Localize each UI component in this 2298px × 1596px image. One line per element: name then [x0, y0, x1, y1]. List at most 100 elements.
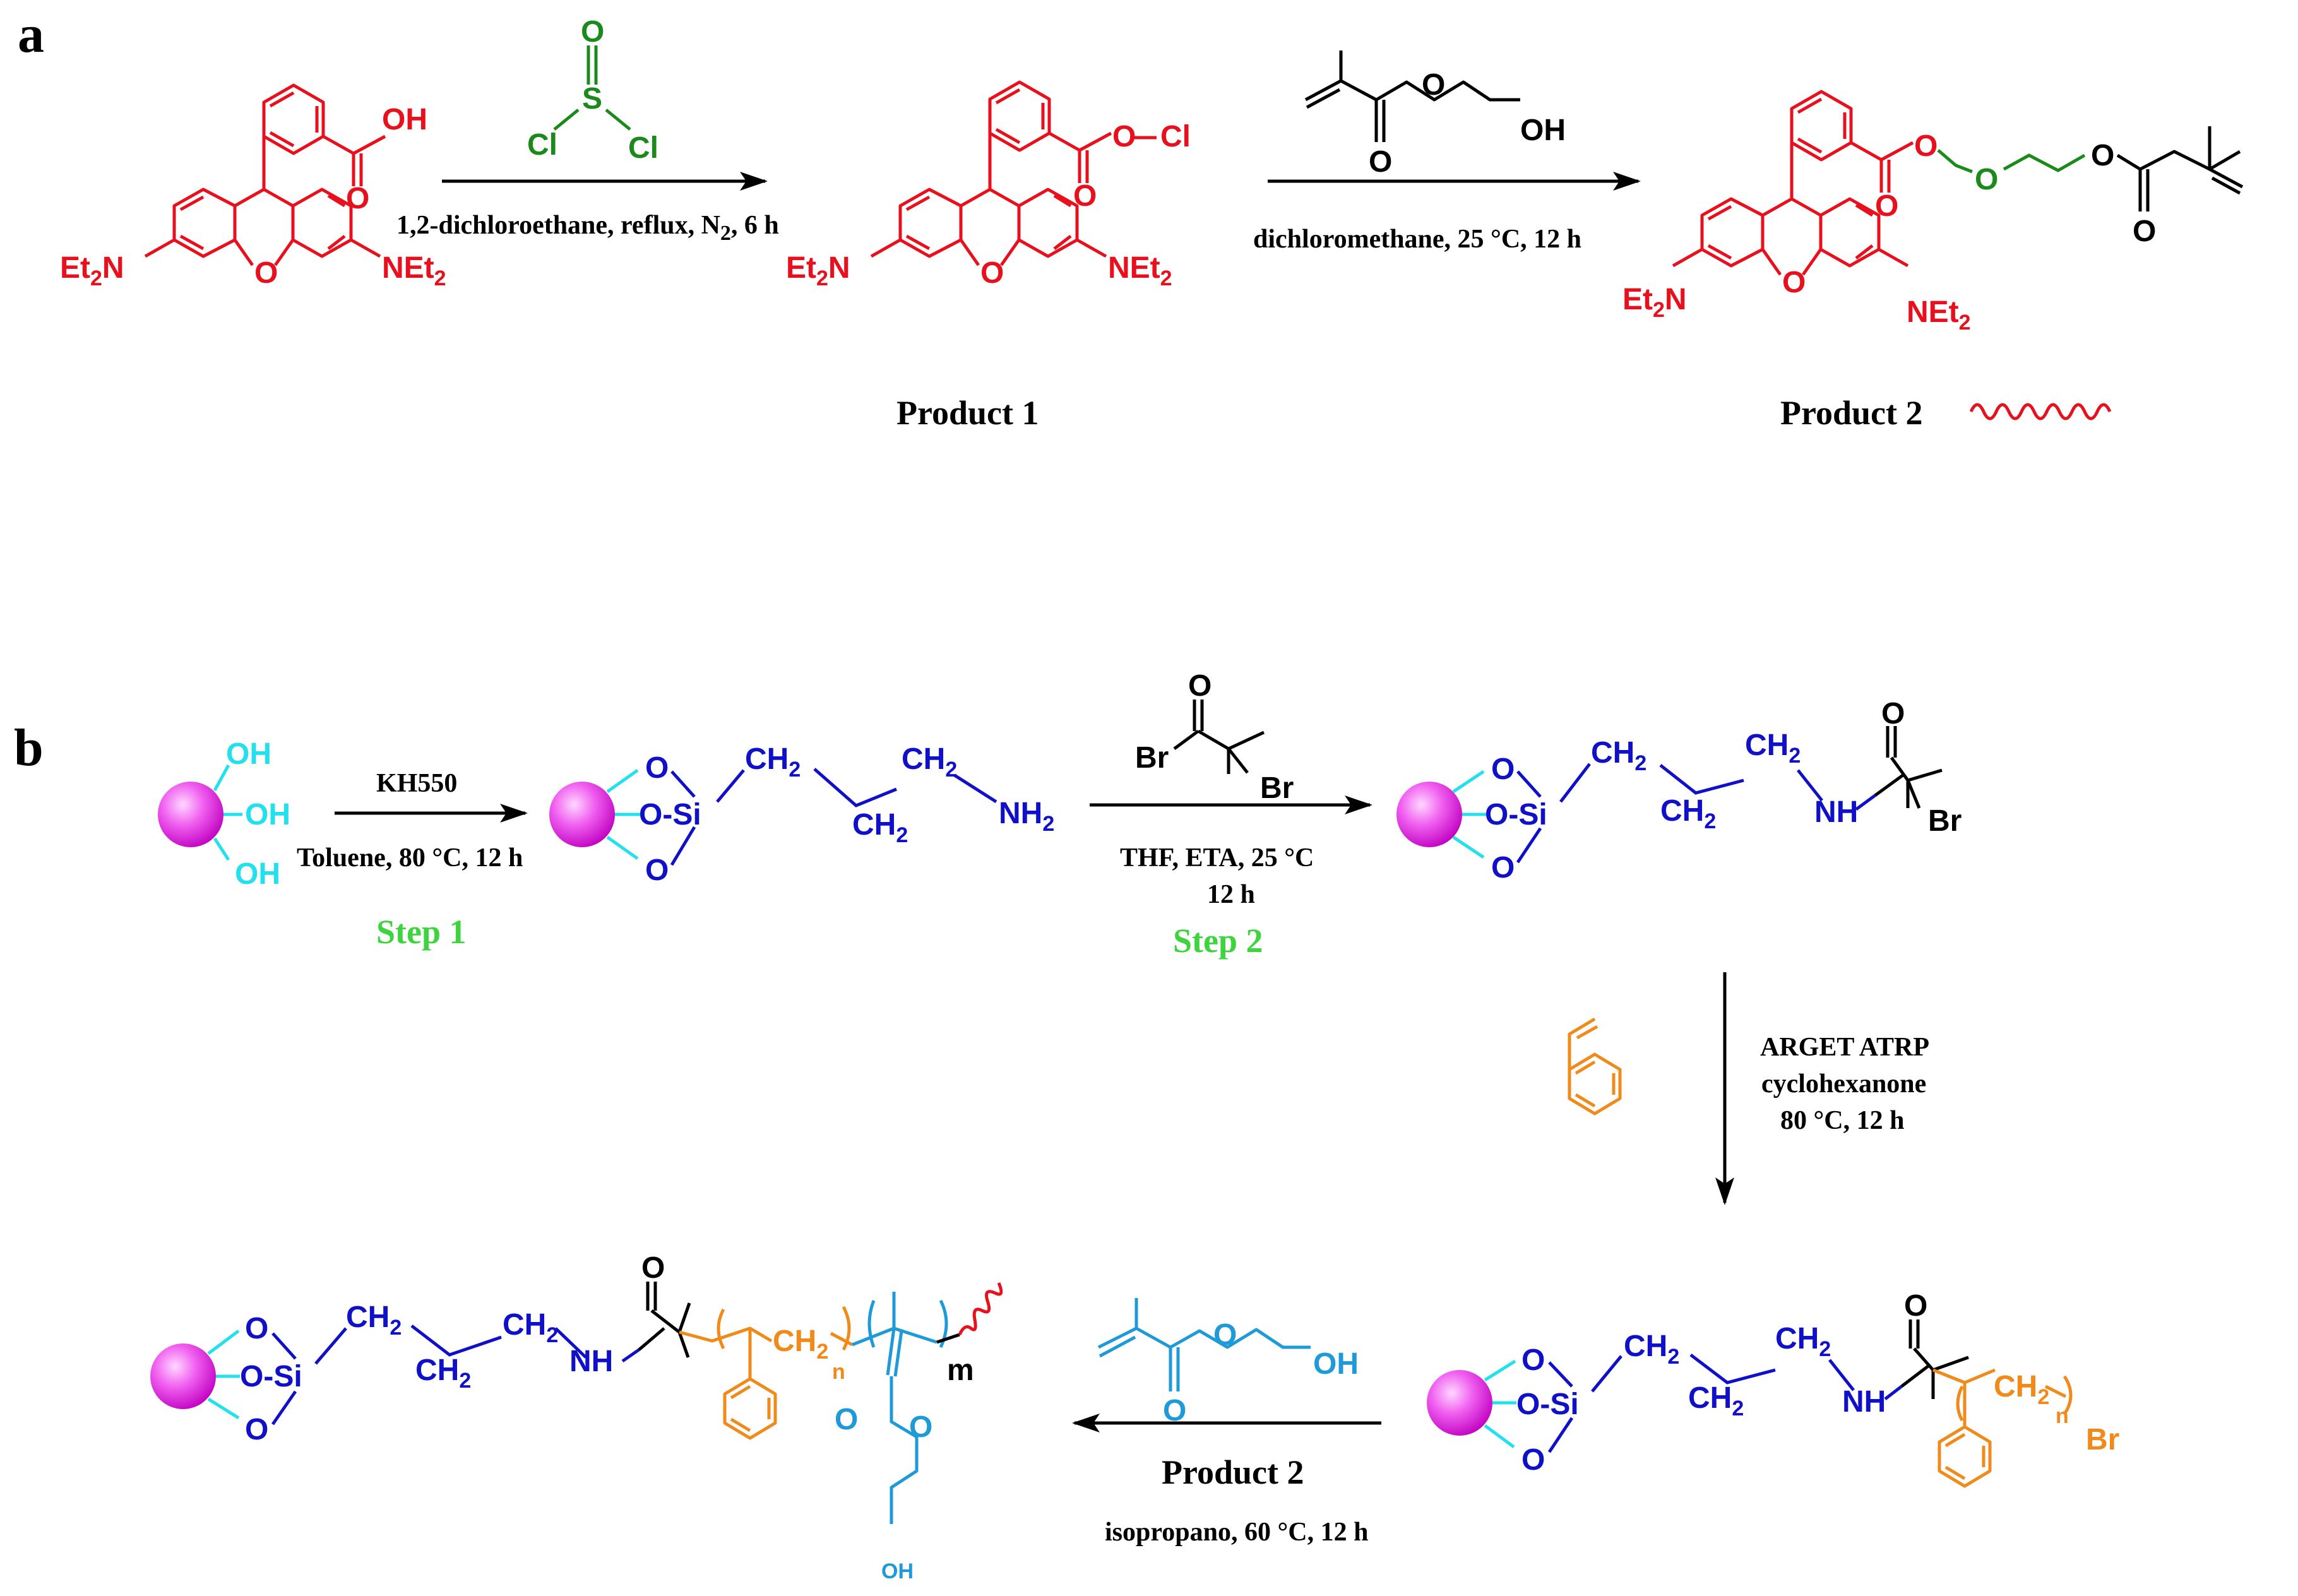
subscript: 2 — [1959, 311, 1971, 335]
subscript: 2 — [789, 758, 801, 782]
repeat-unit-index: n — [2056, 1404, 2069, 1428]
atom-label: Br — [1928, 804, 1962, 838]
svg-text:CH2: CH2 — [503, 1308, 558, 1347]
product1-label: Product 1 — [896, 394, 1039, 432]
atom-label: Et — [60, 251, 90, 285]
svg-text:Et2N: Et2N — [1622, 283, 1687, 322]
subscript: 2 — [90, 266, 102, 290]
thionyl-chloride-structure: O S Cl Cl — [527, 15, 658, 165]
subscript: 2 — [1732, 1396, 1744, 1420]
svg-text:NEt2: NEt2 — [382, 251, 446, 290]
atom-label: O — [581, 15, 604, 49]
subscript: 2 — [434, 266, 446, 290]
atom-label: NEt — [382, 251, 434, 285]
atom-label: OH — [1313, 1347, 1359, 1381]
atom-label: O — [1188, 669, 1212, 703]
final-conditions: isopropano, 60 °C, 12 h — [1105, 1518, 1368, 1547]
atom-label: Et — [1622, 283, 1653, 316]
product1-structure — [870, 80, 1157, 266]
panel-a-label: a — [18, 5, 44, 64]
subscript: 2 — [546, 1323, 558, 1347]
atom-label: O — [1112, 120, 1136, 153]
svg-text:CH2: CH2 — [346, 1301, 402, 1340]
atom-label: Br — [2086, 1423, 2119, 1456]
atom-label: CH — [346, 1301, 390, 1334]
subscript: 2 — [1789, 744, 1801, 768]
step2-conditions: dichloromethane, 25 °C, 12 h — [1253, 225, 1581, 254]
svg-text:NEt2: NEt2 — [1907, 295, 1971, 335]
atom-label: OH — [245, 798, 290, 831]
atom-label: OH — [1520, 114, 1566, 147]
svg-text:Et2N: Et2N — [786, 251, 850, 290]
subscript: 2 — [945, 758, 957, 782]
repeat-unit-index: m — [947, 1354, 974, 1387]
svg-text:CH2: CH2 — [773, 1325, 828, 1364]
atom-label: OH — [226, 737, 271, 771]
svg-text:CH2: CH2 — [415, 1354, 471, 1393]
atom-label: N — [828, 251, 850, 285]
step1-conditions: 1,2-dichloroethane, reflux, N — [396, 211, 720, 240]
atom-label: O — [1881, 697, 1905, 730]
atom-label: O — [346, 182, 369, 215]
atom-label: CH — [1624, 1330, 1667, 1363]
atom-label: O — [641, 1251, 665, 1285]
atom-label: O — [1491, 851, 1515, 884]
atom-label: O-Si — [639, 798, 701, 831]
subscript: 2 — [459, 1369, 471, 1393]
subscript: 2 — [1160, 266, 1172, 290]
product2-label: Product 2 — [1780, 394, 1923, 432]
atom-label: O — [245, 1413, 268, 1446]
atom-label: O — [645, 751, 669, 785]
atom-label: NH — [569, 1345, 613, 1378]
panel-b-label: b — [14, 718, 44, 777]
atom-label: NEt — [1907, 295, 1959, 329]
atom-label: CH — [503, 1308, 546, 1342]
atom-label: CH — [852, 808, 896, 842]
subscript: 2 — [720, 222, 731, 245]
hema-structure: O O OH — [1304, 51, 1566, 179]
step2-label: Step 2 — [1173, 922, 1263, 960]
atom-label: O — [2133, 215, 2156, 248]
atom-label: CH — [1745, 729, 1789, 762]
subscript: 2 — [1819, 1337, 1831, 1361]
final-reagent: Product 2 — [1162, 1453, 1304, 1491]
atom-label: CH — [902, 742, 945, 776]
silica-hydroxyl: OH OH OH — [158, 737, 290, 891]
svg-text:CH2: CH2 — [1775, 1322, 1831, 1361]
atom-label: Br — [1135, 741, 1169, 775]
subscript: 2 — [1704, 809, 1716, 833]
atrp-conditions-line2: cyclohexanone — [1761, 1069, 1926, 1099]
atom-label: CH — [415, 1354, 459, 1387]
atom-label: CH — [773, 1325, 816, 1358]
rhodamine-b-structure — [144, 83, 386, 266]
atom-label: O — [254, 256, 278, 290]
atom-label: CH — [1994, 1370, 2037, 1403]
atom-label: O-Si — [1485, 798, 1547, 831]
atom-label: O — [1521, 1443, 1545, 1477]
atom-label: O — [1073, 179, 1097, 213]
atom-label: OH — [382, 103, 427, 136]
svg-text:CH2: CH2 — [1660, 794, 1716, 833]
subscript: 2 — [1667, 1345, 1679, 1369]
initiator-silica-structure: O O-Si O CH2 CH2 CH2 NH O Br — [1396, 697, 1962, 884]
silica-sphere — [1396, 782, 1462, 847]
atom-label: O — [2091, 139, 2114, 172]
atom-label: Cl — [628, 131, 658, 165]
atom-label: O-Si — [1516, 1388, 1579, 1421]
atom-label: O — [909, 1410, 932, 1444]
atom-label: Cl — [527, 128, 557, 162]
subscript: 2 — [896, 823, 908, 847]
atom-label: O — [645, 854, 669, 887]
product2-structure — [1672, 90, 1914, 276]
repeat-unit-index: n — [832, 1360, 845, 1384]
svg-text:Et2N: Et2N — [60, 251, 124, 290]
atom-label: Br — [1260, 771, 1294, 805]
subscript: 2 — [816, 1340, 828, 1364]
atom-label: OH — [235, 857, 280, 891]
atom-label: OH — [881, 1559, 914, 1583]
step1-label: Step 1 — [376, 913, 467, 951]
svg-text:NEt2: NEt2 — [1108, 251, 1172, 290]
polymer-wavy-symbol — [1969, 403, 2112, 420]
subscript: 2 — [1653, 298, 1665, 322]
atom-label: Et — [786, 251, 816, 285]
